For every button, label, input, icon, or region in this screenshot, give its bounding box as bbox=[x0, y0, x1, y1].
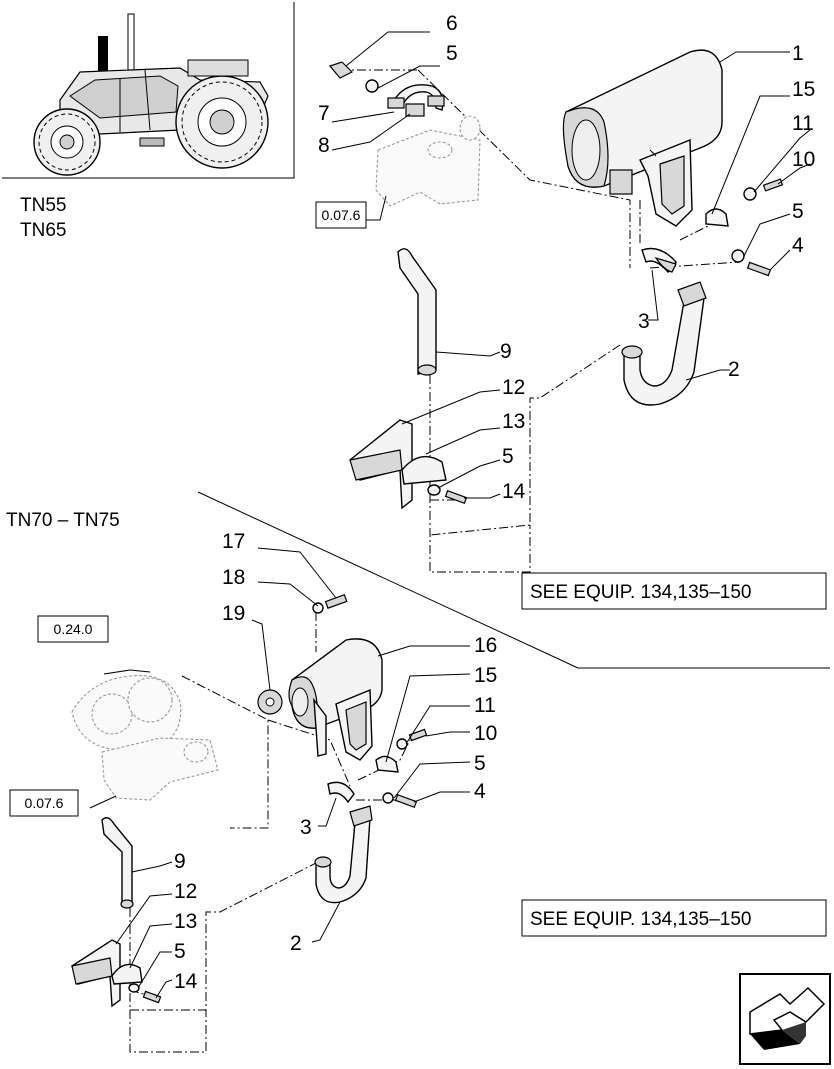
equipment-note-text: SEE EQUIP. 134,135–150 bbox=[530, 582, 751, 603]
back-navigation-button[interactable] bbox=[739, 973, 831, 1065]
callout-4: 4 bbox=[792, 234, 804, 257]
callout-6: 6 bbox=[446, 12, 458, 35]
reference-label: 0.07.6 bbox=[25, 795, 64, 811]
callout-8: 8 bbox=[318, 134, 330, 157]
equipment-note-top: SEE EQUIP. 134,135–150 bbox=[521, 572, 827, 610]
callout-13: 13 bbox=[502, 410, 525, 433]
callout-7: 7 bbox=[318, 102, 330, 125]
callout-12: 12 bbox=[502, 376, 525, 399]
equipment-note-text: SEE EQUIP. 134,135–150 bbox=[530, 909, 751, 930]
bottom-callouts: 17 18 19 16 15 11 10 5 4 3 9 12 13 5 14 … bbox=[174, 530, 497, 993]
model-label-tn65: TN65 bbox=[20, 220, 66, 241]
callout-13: 13 bbox=[174, 910, 197, 933]
model-label-tn55: TN55 bbox=[20, 195, 66, 216]
callout-19: 19 bbox=[222, 602, 245, 625]
callout-14: 14 bbox=[174, 970, 198, 993]
callout-11: 11 bbox=[474, 694, 496, 717]
reference-label: 0.24.0 bbox=[54, 621, 93, 637]
callout-11: 11 bbox=[792, 112, 814, 135]
callout-16: 16 bbox=[474, 634, 497, 657]
equipment-note-bottom: SEE EQUIP. 134,135–150 bbox=[521, 899, 827, 937]
callout-5b: 5 bbox=[174, 940, 186, 963]
callout-9: 9 bbox=[500, 340, 512, 363]
callout-5c: 5 bbox=[502, 445, 514, 468]
reference-box-bottom-lower: 0.07.6 bbox=[9, 789, 79, 817]
top-assembly bbox=[328, 31, 811, 573]
callout-17: 17 bbox=[222, 530, 245, 553]
callout-5: 5 bbox=[474, 752, 486, 775]
callout-12: 12 bbox=[174, 880, 197, 903]
reference-box-top: 0.07.6 bbox=[315, 201, 367, 229]
callout-3: 3 bbox=[638, 310, 650, 333]
callout-4: 4 bbox=[474, 780, 486, 803]
bottom-assembly bbox=[71, 547, 471, 1053]
callout-15: 15 bbox=[792, 78, 815, 101]
section-divider bbox=[197, 491, 579, 669]
callout-18: 18 bbox=[222, 566, 245, 589]
callout-2: 2 bbox=[290, 932, 302, 955]
callout-10: 10 bbox=[792, 148, 815, 171]
callout-14: 14 bbox=[502, 480, 526, 503]
callout-10: 10 bbox=[474, 722, 497, 745]
callout-3: 3 bbox=[300, 816, 312, 839]
back-arrow-icon bbox=[749, 986, 826, 1050]
callout-2: 2 bbox=[728, 358, 740, 381]
callout-5: 5 bbox=[446, 42, 458, 65]
model-label-tn70-tn75: TN70 – TN75 bbox=[6, 510, 120, 531]
reference-label: 0.07.6 bbox=[322, 207, 361, 223]
top-callouts: 6 5 7 8 1 15 11 10 5 4 3 2 9 12 13 5 14 bbox=[318, 12, 815, 503]
callout-15: 15 bbox=[474, 664, 497, 687]
callout-1: 1 bbox=[792, 42, 804, 65]
tractor-thumbnail bbox=[2, 2, 295, 179]
reference-box-bottom-upper: 0.24.0 bbox=[37, 615, 109, 643]
callout-9: 9 bbox=[174, 850, 186, 873]
callout-5b: 5 bbox=[792, 200, 804, 223]
